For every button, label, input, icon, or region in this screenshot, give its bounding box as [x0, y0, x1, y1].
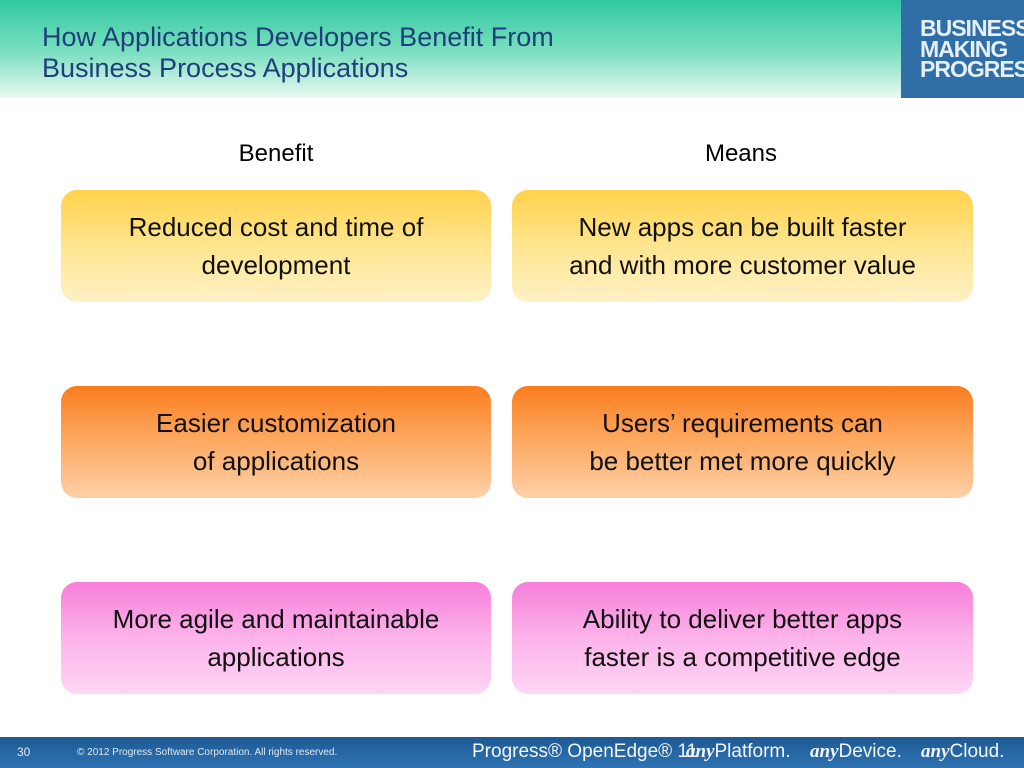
- means-box-2: Users’ requirements can be better met mo…: [512, 386, 973, 498]
- column-heading-means: Means: [704, 140, 778, 167]
- means-text-3: Ability to deliver better apps faster is…: [582, 604, 903, 672]
- benefit-text-3: More agile and maintainable applications: [112, 604, 440, 672]
- benefit-box-1: Reduced cost and time of development: [61, 190, 491, 302]
- slide-header: How Applications Developers Benefit From…: [0, 0, 1024, 98]
- brand-logo: BUSINESS MAKING PROGRESS.: [901, 0, 1024, 98]
- product-name: Progress® OpenEdge® 11: [472, 741, 698, 762]
- slide-title: How Applications Developers Benefit From…: [42, 22, 882, 84]
- benefit-text-2: Easier customization of applications: [156, 408, 396, 476]
- page-number: 30: [17, 745, 31, 759]
- tagline-platform-any: any: [686, 741, 715, 762]
- benefit-box-3: More agile and maintainable applications: [61, 582, 491, 694]
- copyright-notice: © 2012 Progress Software Corporation. Al…: [77, 747, 338, 758]
- title-line-1: How Applications Developers Benefit From: [42, 22, 554, 52]
- tagline-cloud: anyCloud.: [921, 741, 1004, 763]
- slide-footer: 30 © 2012 Progress Software Corporation.…: [0, 737, 1024, 768]
- means-box-3: Ability to deliver better apps faster is…: [512, 582, 973, 694]
- means-box-1: New apps can be built faster and with mo…: [512, 190, 973, 302]
- title-line-2: Business Process Applications: [42, 53, 409, 83]
- benefit-box-2: Easier customization of applications: [61, 386, 491, 498]
- tagline-device-any: any: [810, 741, 839, 762]
- means-text-1: New apps can be built faster and with mo…: [569, 212, 916, 280]
- benefit-text-1: Reduced cost and time of development: [128, 212, 424, 280]
- means-text-2: Users’ requirements can be better met mo…: [589, 408, 896, 476]
- brand-line-2: MAKING: [920, 36, 1008, 62]
- tagline-platform: anyPlatform.: [686, 741, 791, 763]
- brand-line-3-text: PROGRESS: [920, 56, 1024, 82]
- tagline-cloud-any: any: [921, 741, 950, 762]
- tagline-cloud-word: Cloud.: [949, 741, 1005, 762]
- column-heading-benefit: Benefit: [238, 140, 314, 167]
- tagline-device: anyDevice.: [810, 741, 902, 763]
- tagline-platform-word: Platform.: [714, 741, 791, 762]
- brand-line-3: PROGRESS.: [920, 56, 1024, 83]
- tagline-device-word: Device.: [838, 741, 902, 762]
- brand-line-1: BUSINESS: [920, 15, 1024, 41]
